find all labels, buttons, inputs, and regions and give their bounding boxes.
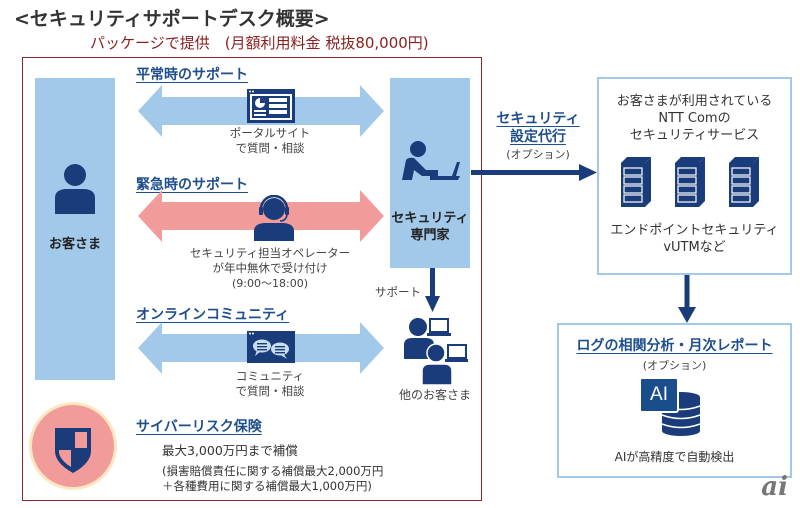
log-analysis-heading: ログの相関分析・月次レポート: [576, 338, 773, 354]
package-price-subtitle: パッケージで提供 (月額利用料金 税抜80,000円): [90, 34, 429, 52]
services-line-5: vUTMなど: [663, 240, 726, 255]
services-line-1: お客さまが利用されている: [616, 94, 773, 109]
normal-support-caption-2: で質問・相談: [235, 141, 305, 155]
log-analysis-box: ログの相関分析・月次レポート (オプション) AI AIが高精度で自動検出: [557, 323, 792, 478]
emergency-caption-2: が年中無休で受け付け: [212, 261, 328, 275]
services-line-4: エンドポイントセキュリティ: [610, 223, 779, 238]
chat-window-icon: [247, 331, 295, 363]
ai-badge: AI: [639, 377, 679, 413]
shield-icon: [55, 428, 91, 473]
emergency-caption-1: セキュリティ担当オペレーター: [189, 246, 351, 260]
log-analysis-caption: AIが高精度で自動検出: [614, 450, 735, 464]
services-line-3: セキュリティサービス: [629, 128, 760, 143]
community-heading: オンラインコミュニティ: [136, 307, 290, 323]
normal-support-caption-1: ポータルサイト: [229, 126, 311, 140]
config-agent-heading-1: セキュリティ: [496, 111, 580, 127]
person-laptop-icon: [402, 141, 460, 180]
support-down-arrow: [425, 268, 440, 312]
insurance-max-coverage: 最大3,000万円まで補償: [162, 443, 298, 458]
expert-column: セキュリティ 専門家: [390, 78, 470, 268]
log-analysis-option: (オプション): [642, 359, 707, 372]
person-icon: [55, 164, 95, 214]
server-icon: [621, 157, 759, 207]
community-caption-1: コミュニティ: [235, 369, 305, 383]
people-laptop-icon: [404, 318, 468, 385]
page-title: <セキュリティサポートデスク概要>: [14, 8, 330, 30]
config-agent-arrow: [471, 164, 597, 181]
insurance-detail-1: (損害賠償責任に関する補償最大2,000万円: [162, 464, 384, 478]
package-frame: [22, 57, 482, 501]
operator-headset-icon: [254, 195, 294, 241]
insurance-heading: サイバーリスク保険: [136, 419, 262, 435]
services-to-log-arrow: [678, 275, 696, 323]
community-caption-2: で質問・相談: [235, 384, 305, 398]
services-line-2: NTT Comの: [658, 111, 731, 126]
insurance-detail-2: ＋各種費用に関する補償最大1,000万円): [162, 479, 372, 493]
emergency-support-heading: 緊急時のサポート: [136, 177, 248, 193]
normal-support-heading: 平常時のサポート: [136, 67, 248, 83]
emergency-support-double-arrow: [138, 190, 384, 242]
expert-label-line1: セキュリティ: [391, 211, 469, 226]
config-agent-heading-2: 設定代行: [510, 129, 566, 145]
customer-column: お客さま: [35, 78, 115, 380]
security-services-box: お客さまが利用されている NTT Comの セキュリティサービス エンドポイント…: [597, 77, 792, 275]
other-customers-label: 他のお客さま: [398, 388, 471, 402]
insurance-circle: [29, 402, 117, 490]
portal-window-icon: [247, 89, 295, 123]
customer-label: お客さま: [48, 237, 101, 252]
emergency-caption-hours: (9:00～18:00): [232, 277, 308, 290]
expert-label-line2: 専門家: [410, 228, 450, 243]
site-logo: ai: [761, 472, 788, 502]
support-label: サポート: [375, 285, 421, 299]
config-agent-option: (オプション): [506, 148, 570, 161]
